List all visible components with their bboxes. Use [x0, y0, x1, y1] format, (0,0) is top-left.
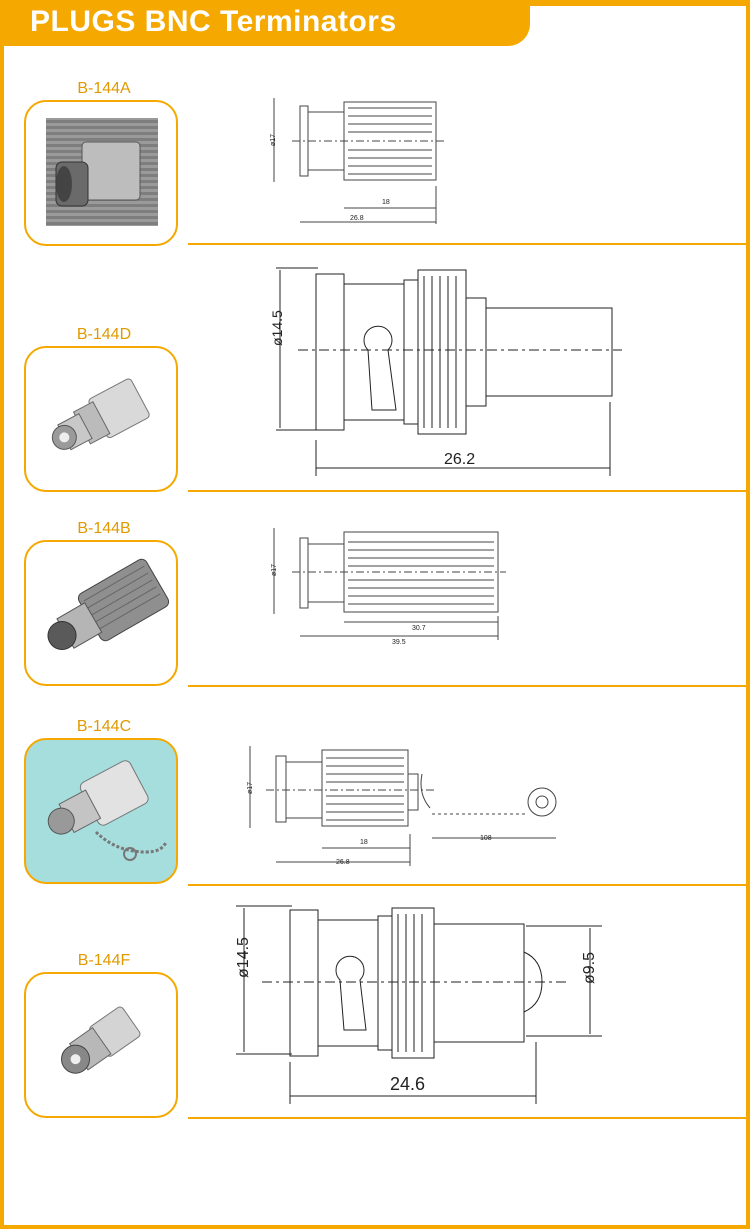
- section-divider: [188, 490, 750, 492]
- svg-text:18: 18: [360, 839, 368, 846]
- product-photo-b144c: [24, 738, 178, 884]
- svg-text:ø17: ø17: [270, 134, 277, 146]
- section-divider: [188, 243, 750, 245]
- page-title: PLUGS BNC Terminators: [30, 5, 397, 38]
- drawing-b144d: ø14.5 26.2: [269, 267, 622, 476]
- product-photo-b144a: [24, 100, 178, 246]
- svg-text:ø14.5: ø14.5: [235, 937, 252, 978]
- section-divider: [188, 685, 750, 687]
- svg-text:39.5: 39.5: [392, 639, 406, 646]
- product-photo-b144b: [24, 540, 178, 686]
- svg-text:ø14.5: ø14.5: [269, 310, 285, 346]
- section-divider: [188, 1117, 750, 1119]
- product-photo-b144f: [24, 972, 178, 1118]
- title-tab: PLUGS BNC Terminators: [0, 0, 530, 46]
- drawing-b144b: ø17 30.7 39.5: [271, 528, 506, 646]
- product-code-b144c: B-144C: [76, 718, 132, 735]
- svg-text:24.6: 24.6: [390, 1074, 425, 1094]
- product-code-b144a: B-144A: [77, 80, 131, 97]
- section-divider: [188, 884, 750, 886]
- svg-text:18: 18: [382, 199, 390, 206]
- svg-text:26.8: 26.8: [350, 215, 364, 222]
- svg-text:30.7: 30.7: [412, 625, 426, 632]
- svg-text:26.2: 26.2: [444, 451, 475, 468]
- product-code-b144d: B-144D: [76, 326, 132, 343]
- svg-text:ø9.5: ø9.5: [581, 952, 598, 984]
- svg-text:ø17: ø17: [271, 564, 278, 576]
- svg-text:ø17: ø17: [247, 782, 254, 794]
- product-code-b144b: B-144B: [77, 520, 131, 537]
- drawing-b144c: ø17 18 26.8 108: [247, 746, 557, 866]
- svg-text:26.8: 26.8: [336, 859, 350, 866]
- drawing-b144f: ø14.5 ø9.5 24.6: [235, 905, 602, 1104]
- product-code-b144f: B-144F: [77, 952, 131, 969]
- drawing-b144a: ø17 18 26.8: [270, 98, 444, 224]
- product-photo-b144d: [24, 346, 178, 492]
- svg-text:108: 108: [480, 835, 492, 842]
